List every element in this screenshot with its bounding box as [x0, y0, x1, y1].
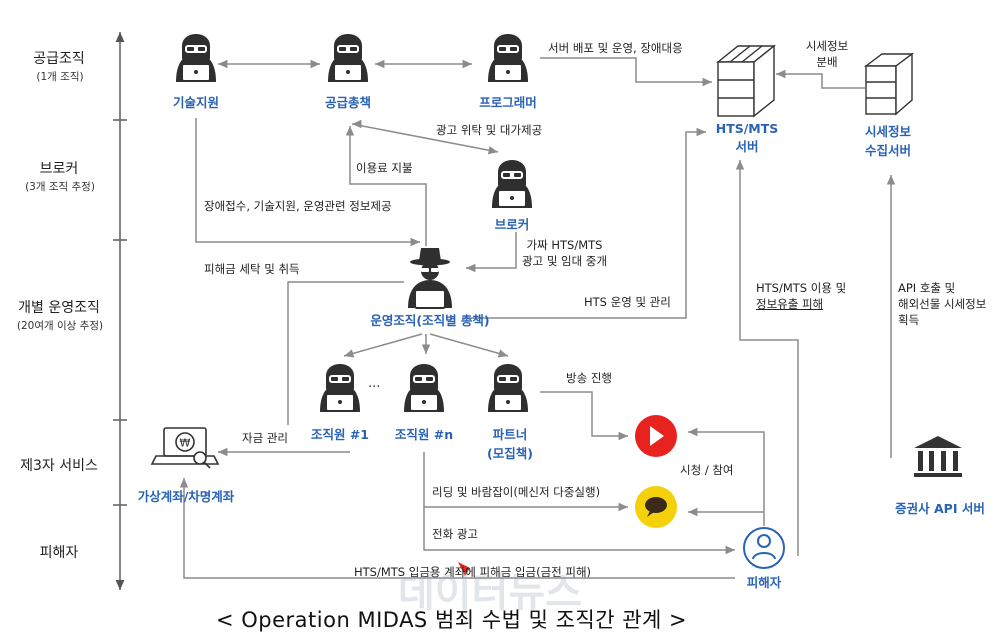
youtube-icon	[635, 415, 677, 457]
level-supply: 공급조직	[33, 51, 85, 67]
node-programmer: 프로그래머	[479, 95, 537, 110]
figure-caption: < Operation MIDAS 범죄 수법 및 조직간 관계 >	[216, 608, 688, 632]
level-broker: 브로커	[39, 161, 79, 177]
node-member-1: 조직원 #1	[310, 427, 370, 442]
connection-lines	[179, 57, 896, 579]
watermark-mark	[458, 562, 470, 576]
note-ad-consign: 광고 위탁 및 대가제공	[436, 123, 543, 137]
node-partner: 파트너(모집책)	[487, 427, 533, 461]
spy-icon	[408, 248, 452, 309]
hacker-icon	[403, 363, 445, 413]
hacker-icon	[491, 159, 533, 209]
level-victim: 피해자	[39, 545, 79, 561]
node-member-n: 조직원 #n	[394, 427, 454, 442]
level-broker-sub: (3개 조직 추정)	[25, 181, 95, 193]
hacker-icon	[487, 363, 529, 413]
node-broker-api: 증권사 API 서버	[895, 501, 985, 516]
victim-person-icon	[743, 527, 785, 569]
node-victim: 피해자	[746, 575, 782, 590]
note-reading-bait: 리딩 및 바람잡이(메신저 다중실행)	[432, 485, 601, 499]
watermark: 데이터뉴스	[398, 570, 582, 616]
kakaotalk-icon	[635, 486, 677, 528]
node-supply-head: 공급총책	[324, 95, 371, 110]
note-deposit: HTS/MTS 입금용 계좌에 피해금 입금(금전 피해)	[354, 565, 592, 579]
note-fee-pay: 이용료 지불	[356, 161, 413, 175]
node-operator: 운영조직(조직별 총책)	[370, 313, 490, 328]
node-virtual-account: 가상계좌/차명계좌	[137, 489, 235, 504]
note-fund-mgmt: 자금 관리	[242, 431, 288, 445]
node-broker: 브로커	[494, 217, 530, 232]
note-hts-ops: HTS 운영 및 관리	[584, 295, 671, 309]
note-phone-ad: 전화 광고	[432, 527, 478, 541]
node-ellipsis: ···	[368, 380, 381, 395]
note-server-deploy: 서버 배포 및 운영, 장애대응	[548, 41, 683, 55]
server-rack-icon	[863, 52, 915, 116]
note-broadcast: 방송 진행	[566, 371, 612, 385]
note-watch-join: 시청 / 참여	[680, 463, 734, 477]
node-tech-support: 기술지원	[172, 95, 219, 110]
bank-icon	[914, 436, 962, 477]
hacker-icon	[319, 363, 361, 413]
level-axis	[113, 32, 127, 590]
note-laundering: 피해금 세탁 및 취득	[204, 262, 300, 276]
svg-text:₩: ₩	[180, 437, 191, 450]
level-supply-sub: (1개 조직)	[36, 71, 84, 83]
note-support-info: 장애접수, 기술지원, 운영관련 정보제공	[204, 199, 392, 213]
level-operator: 개별 운영조직	[18, 300, 100, 316]
server-rack-icon	[716, 44, 776, 118]
hacker-icon	[487, 33, 529, 83]
hacker-icon	[327, 33, 369, 83]
hacker-icon	[175, 33, 217, 83]
level-third-party: 제3자 서비스	[20, 458, 98, 474]
laptop-won-icon: ₩	[150, 427, 220, 469]
level-operator-sub: (20여개 이상 추정)	[16, 320, 104, 332]
